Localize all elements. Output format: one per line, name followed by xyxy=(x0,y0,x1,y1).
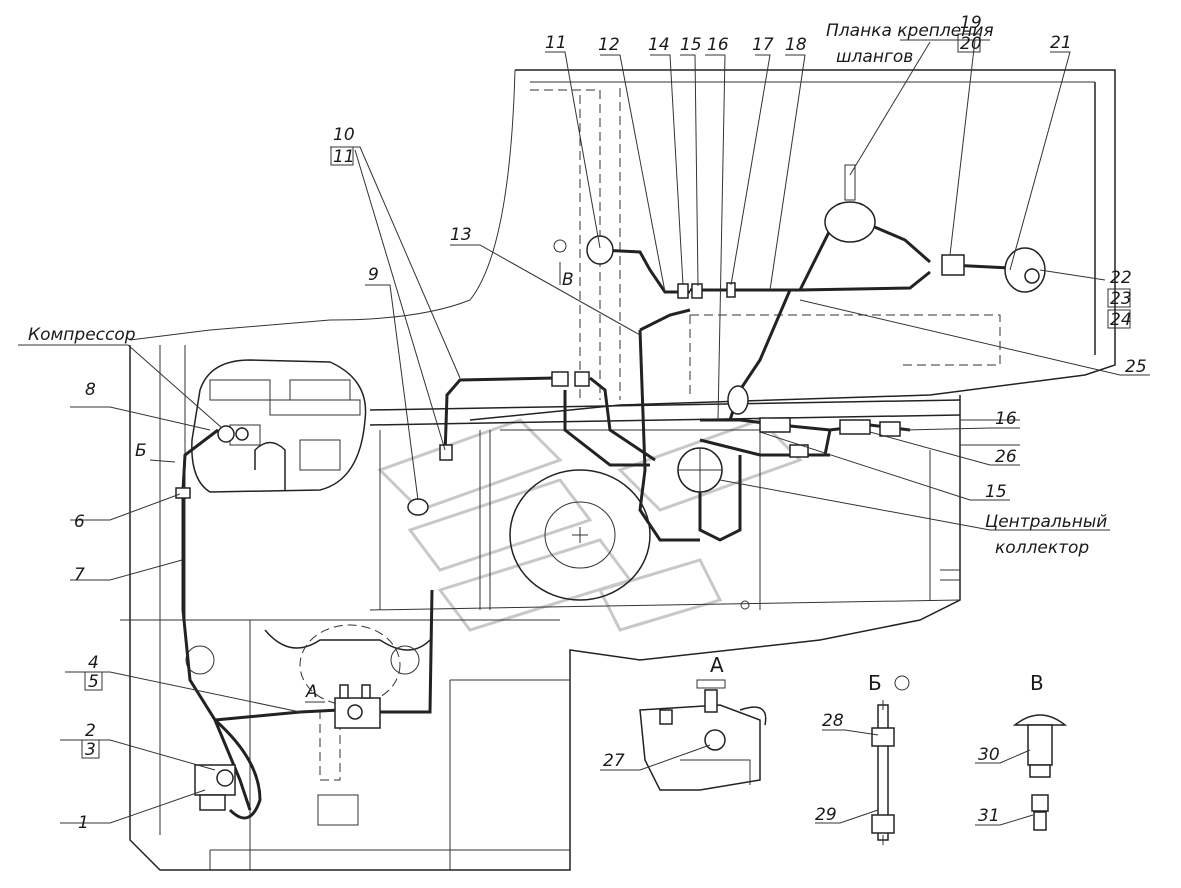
component-9 xyxy=(407,498,429,516)
label-22: 22 xyxy=(1110,268,1132,288)
fitting-6 xyxy=(175,487,191,499)
view-a-marker: А xyxy=(305,682,318,702)
label-4: 4 xyxy=(88,653,99,673)
view-v-title: В xyxy=(1030,671,1044,695)
label-23: 23 xyxy=(1110,289,1132,309)
valve-19 xyxy=(941,254,965,276)
label-5: 5 xyxy=(88,672,99,692)
label-8: 8 xyxy=(85,380,96,400)
hose-bar-caption-line1: Планка крепления xyxy=(826,21,994,41)
label-16: 16 xyxy=(707,35,729,55)
label-20: 20 xyxy=(960,34,982,54)
label-30: 30 xyxy=(978,745,1000,765)
label-31: 31 xyxy=(978,806,1000,826)
engine-cutaway xyxy=(191,359,367,493)
detail-view-a xyxy=(639,679,767,791)
label-15-right: 15 xyxy=(985,482,1007,502)
label-15: 15 xyxy=(680,35,702,55)
chassis-frame xyxy=(120,345,1020,871)
label-14: 14 xyxy=(648,35,670,55)
label-18: 18 xyxy=(785,35,807,55)
receiver xyxy=(824,201,876,243)
label-28: 28 xyxy=(822,711,844,731)
label-6: 6 xyxy=(74,512,85,532)
label-27: 27 xyxy=(603,751,625,771)
compressor-fitting xyxy=(217,425,235,443)
annotations: Компрессор Планка крепления шлангов Цент… xyxy=(28,21,1107,702)
air-lines xyxy=(181,223,1031,820)
hose-bar-caption-line2: шлангов xyxy=(836,47,913,67)
detail-view-v xyxy=(1012,714,1068,831)
label-10: 10 xyxy=(333,125,355,145)
label-21: 21 xyxy=(1050,33,1072,53)
leader-lines xyxy=(18,39,1150,826)
view-b-marker: Б xyxy=(135,441,147,461)
label-7: 7 xyxy=(74,565,85,585)
label-12: 12 xyxy=(598,35,620,55)
label-29: 29 xyxy=(815,805,837,825)
label-11: 11 xyxy=(545,33,567,53)
label-3: 3 xyxy=(85,740,96,760)
label-17: 17 xyxy=(752,35,774,55)
view-v-marker: В xyxy=(562,270,574,290)
label-1: 1 xyxy=(78,813,89,833)
label-19: 19 xyxy=(960,13,982,33)
label-2: 2 xyxy=(85,721,96,741)
view-a-title: А xyxy=(710,653,724,677)
label-9: 9 xyxy=(368,265,379,285)
rear-wheel xyxy=(500,429,761,610)
component-11 xyxy=(586,235,614,265)
valve-26 xyxy=(839,419,871,435)
component-21 xyxy=(1004,247,1046,293)
view-b-title: Б xyxy=(868,671,882,695)
cab-outline xyxy=(129,69,1116,421)
pump-housing xyxy=(185,624,431,826)
collector-caption-line1: Центральный xyxy=(985,512,1107,532)
label-16-right: 16 xyxy=(995,409,1017,429)
compressor-caption: Компрессор xyxy=(28,325,136,345)
label-26: 26 xyxy=(995,447,1017,467)
label-24: 24 xyxy=(1110,310,1132,330)
part-labels: 1 2 3 4 5 6 7 8 9 10 11 11 12 13 14 15 1… xyxy=(74,13,1147,833)
fitting-10 xyxy=(439,444,453,461)
label-11-sub: 11 xyxy=(333,147,355,167)
label-25: 25 xyxy=(1125,357,1147,377)
detail-view-b xyxy=(871,700,895,845)
components xyxy=(175,164,1046,811)
collector-caption-line2: коллектор xyxy=(995,538,1089,558)
label-13: 13 xyxy=(450,225,472,245)
